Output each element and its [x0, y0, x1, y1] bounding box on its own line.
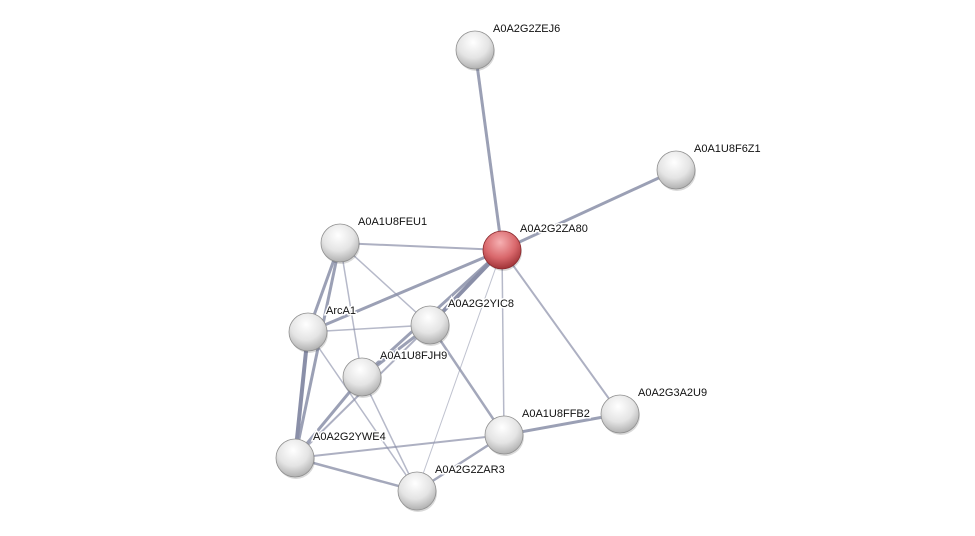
- edge-A0A2G2ZA80-A0A1U8F6Z1[interactable]: [501, 168, 677, 252]
- edge-A0A2G2YWE4-A0A1U8FFB2[interactable]: [294, 434, 505, 459]
- node-label: A0A2G2ZA80: [520, 223, 588, 235]
- edge-A0A2G2ZA80-ArcA1[interactable]: [307, 248, 503, 334]
- node-ball[interactable]: [275, 438, 315, 478]
- node-ArcA1[interactable]: ArcA1: [288, 304, 357, 353]
- node-A0A2G2YWE4[interactable]: A0A2G2YWE4: [275, 430, 387, 479]
- node-ball[interactable]: [484, 415, 524, 455]
- node-A0A1U8FEU1[interactable]: A0A1U8FEU1: [320, 215, 429, 264]
- edge-A0A1U8FEU1-A0A2G2YWE4[interactable]: [293, 242, 342, 459]
- edge-A0A2G2YIC8-A0A1U8FFB2[interactable]: [428, 324, 506, 436]
- node-label: A0A2G2ZEJ6: [493, 23, 560, 35]
- node-A0A1U8FJH9[interactable]: A0A1U8FJH9: [342, 349, 449, 398]
- node-label: ArcA1: [326, 305, 356, 317]
- node-label: A0A1U8FEU1: [358, 216, 427, 228]
- edge-A0A1U8FEU1-A0A2G2YIC8[interactable]: [339, 242, 431, 326]
- node-A0A2G3A2U9[interactable]: A0A2G3A2U9: [600, 386, 709, 435]
- node-ball[interactable]: [342, 357, 382, 397]
- node-ball[interactable]: [320, 223, 360, 263]
- node-ball[interactable]: [656, 150, 696, 190]
- edge-A0A2G2YWE4-A0A2G2ZAR3[interactable]: [294, 456, 418, 493]
- node-label: A0A1U8FFB2: [522, 408, 590, 420]
- node-label: A0A1U8FJH9: [380, 350, 447, 362]
- node-ball[interactable]: [600, 394, 640, 434]
- node-ball[interactable]: [288, 312, 328, 352]
- node-label: A0A2G2YWE4: [313, 431, 386, 443]
- node-A0A1U8FFB2[interactable]: A0A1U8FFB2: [484, 407, 591, 456]
- edge-A0A1U8FFB2-A0A2G3A2U9[interactable]: [503, 412, 621, 437]
- edge-A0A1U8FJH9-A0A2G2ZAR3[interactable]: [361, 376, 418, 492]
- node-A0A2G2ZA80[interactable]: A0A2G2ZA80: [482, 222, 589, 271]
- node-label: A0A2G3A2U9: [638, 387, 707, 399]
- edge-ArcA1-A0A2G2YWE4[interactable]: [293, 331, 310, 459]
- node-ball[interactable]: [455, 30, 495, 70]
- node-A0A2G2ZEJ6[interactable]: A0A2G2ZEJ6: [455, 22, 562, 71]
- node-A0A2G2YIC8[interactable]: A0A2G2YIC8: [410, 297, 516, 346]
- node-A0A2G2ZAR3[interactable]: A0A2G2ZAR3: [397, 463, 506, 512]
- edge-ArcA1-A0A2G2ZAR3[interactable]: [307, 331, 418, 492]
- edge-A0A2G2ZA80-A0A2G3A2U9[interactable]: [501, 249, 621, 415]
- node-A0A1U8F6Z1[interactable]: A0A1U8F6Z1: [656, 142, 762, 191]
- node-ball[interactable]: [397, 471, 437, 511]
- node-ball[interactable]: [482, 230, 522, 270]
- edge-A0A2G2ZA80-A0A1U8FEU1[interactable]: [339, 242, 503, 251]
- edge-A0A1U8FEU1-A0A1U8FJH9[interactable]: [339, 242, 363, 378]
- node-label: A0A1U8F6Z1: [694, 143, 761, 155]
- node-ball[interactable]: [410, 305, 450, 345]
- edge-ArcA1-A0A2G2YIC8[interactable]: [307, 324, 431, 333]
- edge-A0A2G2ZA80-A0A1U8FFB2[interactable]: [501, 249, 505, 436]
- node-label: A0A2G2YIC8: [448, 298, 514, 310]
- node-label: A0A2G2ZAR3: [435, 464, 505, 476]
- edge-A0A2G2ZA80-A0A2G2ZEJ6[interactable]: [473, 49, 504, 251]
